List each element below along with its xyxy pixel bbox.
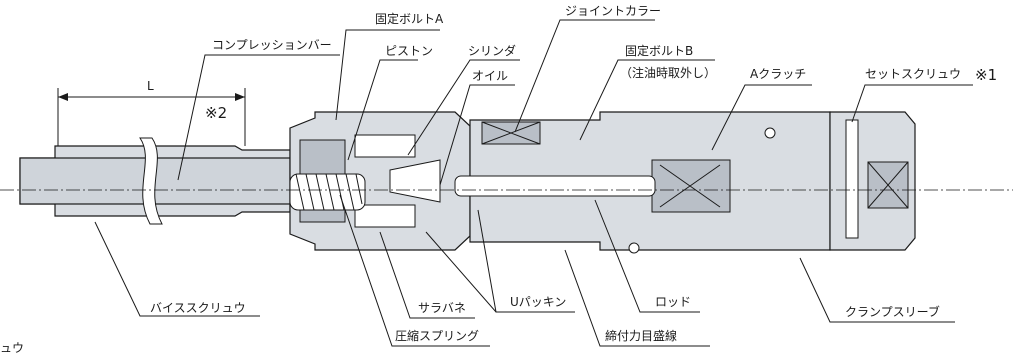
leader-lines (94, 19, 973, 347)
clamp-sleeve (829, 111, 916, 251)
label-note-2: ※2 (205, 104, 227, 122)
label-note-1: ※1 (975, 66, 997, 84)
label-cylinder: シリンダ (468, 43, 516, 58)
label-oil: オイル (472, 69, 508, 83)
label-compression-spring: 圧縮スプリング (395, 328, 479, 343)
label-dimension-l: L (147, 79, 154, 93)
label-spring-washer: サラバネ (418, 301, 466, 315)
label-a-clutch: Aクラッチ (750, 67, 806, 81)
label-clamp-sleeve: クランプスリーブ (845, 304, 940, 319)
label-cut-text: ュウ (0, 341, 24, 355)
label-joint-collar: ジョイントカラー (565, 4, 661, 18)
compression-spring-coil (289, 173, 366, 211)
label-set-screw: セットスクリュウ (865, 67, 961, 81)
label-u-packing: Uパッキン (510, 295, 566, 309)
compression-bar (19, 137, 291, 225)
label-piston: ピストン (385, 44, 433, 58)
label-fixing-bolt-b: 固定ボルトB (625, 43, 693, 58)
label-tightening-scale: 締付力目盛線 (605, 328, 677, 343)
label-vise-screw: バイススクリュウ (150, 301, 246, 315)
dimension-l (57, 88, 246, 146)
label-rod: ロッド (655, 295, 691, 309)
rod (454, 175, 656, 197)
label-compression-bar: コンプレッションバー (212, 38, 332, 52)
label-fixing-bolt-b-note: （注油時取外し） (620, 65, 716, 80)
label-fixing-bolt-a: 固定ボルトA (375, 11, 444, 26)
